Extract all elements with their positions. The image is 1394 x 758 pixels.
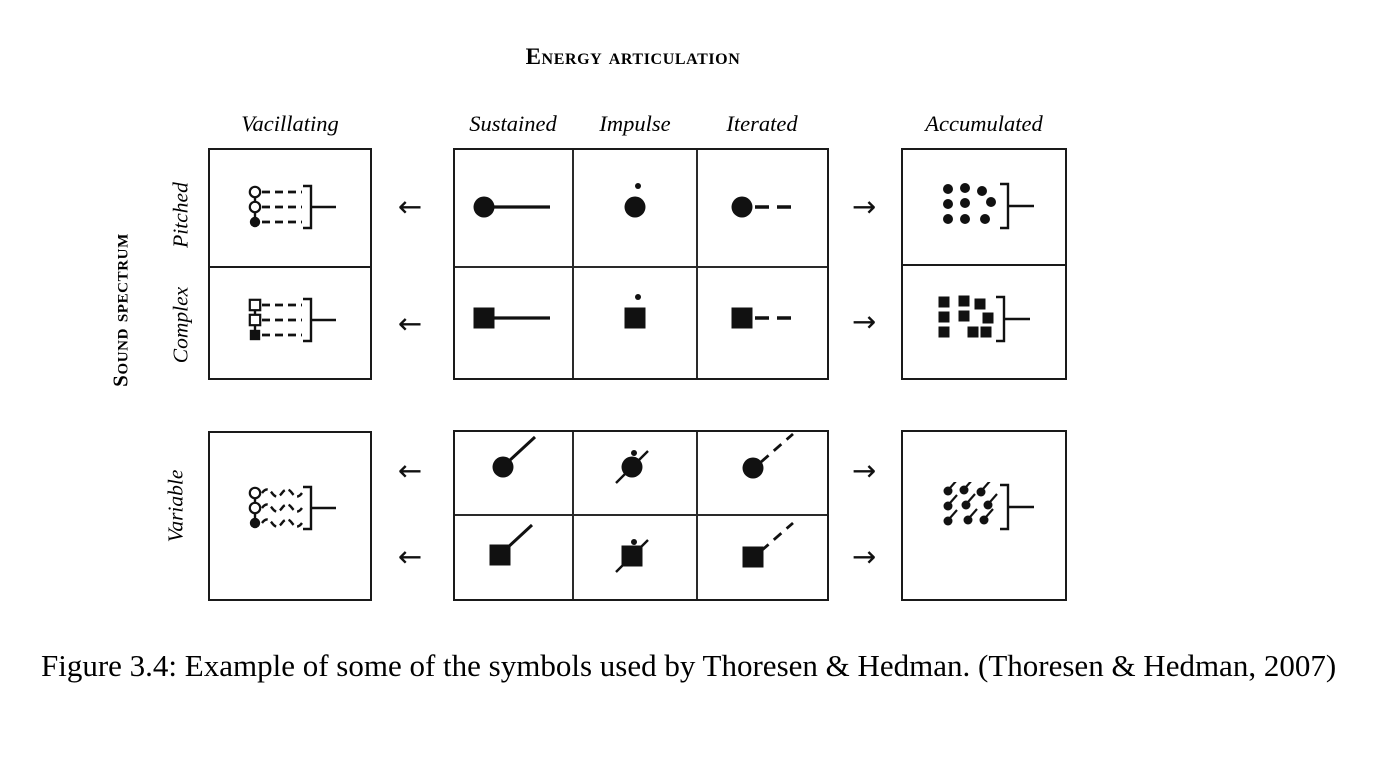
complex-iterated-icon [731,307,791,329]
pitched-sustained-icon [473,196,550,218]
row-label-complex: Complex [168,286,193,364]
sound-spectrum-axis-label: Sound spectrum [108,233,133,387]
variable-square-iterated-icon [742,521,794,568]
row-divider [903,264,1065,266]
variable-circle-iterated-icon [742,432,794,479]
figure-caption: Figure 3.4: Example of some of the symbo… [41,648,1337,683]
variable-vacillating-icon [248,485,336,531]
row-label-variable: Variable [163,469,188,543]
column-header-vacillating: Vacillating [241,111,339,136]
row-divider [210,266,370,268]
articulation-grid-pitched-complex [453,148,829,380]
arrow-right-pitched-icon: → [851,189,877,224]
arrow-right-variable-bottom-icon: → [851,539,877,574]
vacillating-box-variable [208,431,372,601]
pitched-iterated-icon [731,196,791,218]
variable-square-sustained-icon [489,523,534,566]
arrow-left-complex-icon: ← [397,306,423,341]
complex-vacillating-icon [248,297,336,343]
variable-circle-sustained-icon [492,435,537,478]
pitched-impulse-icon [624,183,646,218]
arrow-left-variable-bottom-icon: ← [397,539,423,574]
complex-sustained-icon [473,307,550,329]
column-divider [572,150,574,378]
row-label-pitched: Pitched [168,182,193,248]
column-header-sustained: Sustained [469,111,557,136]
arrow-left-variable-top-icon: ← [397,453,423,488]
figure-title: Energy articulation [525,44,741,69]
arrow-right-variable-top-icon: → [851,453,877,488]
vacillating-box-pitched-complex [208,148,372,380]
pitched-accumulated-icon [943,182,1034,230]
complex-impulse-icon [624,294,646,329]
column-header-iterated: Iterated [726,111,798,136]
column-header-accumulated: Accumulated [925,111,1043,136]
column-header-impulse: Impulse [599,111,671,136]
row-divider [455,266,827,268]
row-divider [455,514,827,516]
variable-accumulated-icon [943,482,1034,531]
variable-square-impulse-icon [615,539,649,573]
pitched-vacillating-icon [248,184,336,230]
arrow-right-complex-icon: → [851,304,877,339]
variable-circle-impulse-icon [615,450,649,484]
arrow-left-pitched-icon: ← [397,189,423,224]
complex-accumulated-icon [938,295,1030,343]
column-divider [696,150,698,378]
